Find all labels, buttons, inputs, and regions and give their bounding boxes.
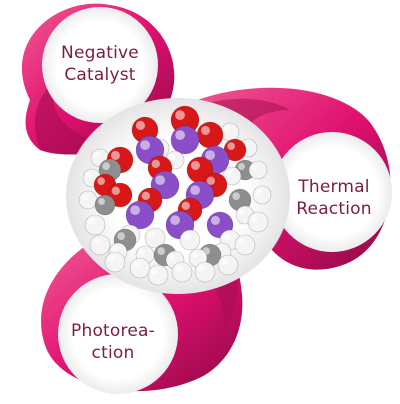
metal-atom-highlight — [155, 175, 166, 186]
hydrogen-atom — [217, 254, 239, 276]
hydrogen-atom-highlight — [183, 233, 190, 240]
label-photoreaction-line1: Photorea- — [71, 321, 155, 341]
oxygen-atom-highlight — [141, 191, 150, 200]
hydrogen-atom-highlight — [223, 125, 231, 132]
label-negative-catalyst-line2: Catalyst — [64, 65, 136, 85]
hydrogen-atom — [194, 261, 216, 283]
metal-atom — [170, 125, 200, 155]
oxygen-atom-highlight — [151, 159, 160, 168]
hydrogen-atom — [248, 160, 268, 180]
carbon-atom-highlight — [238, 163, 245, 170]
hydrogen-atom-highlight — [175, 265, 182, 272]
hydrogen-atom-highlight — [223, 233, 230, 240]
oxygen-atom-highlight — [111, 186, 121, 195]
circle-photoreaction — [58, 274, 178, 394]
hydrogen-atom — [171, 261, 193, 283]
oxygen-atom-highlight — [200, 125, 210, 135]
hydrogen-atom-highlight — [191, 251, 199, 258]
metal-atom-highlight — [205, 150, 216, 161]
hydrogen-atom — [104, 251, 126, 273]
hydrogen-atom-highlight — [251, 163, 258, 171]
hydrogen-atom-highlight — [81, 193, 88, 201]
molecule-model — [78, 105, 272, 286]
carbon-atom-highlight — [102, 162, 110, 170]
oxygen-atom — [196, 121, 224, 149]
carbon-atom-highlight — [117, 232, 125, 240]
hydrogen-atom-highlight — [238, 208, 246, 216]
oxygen-atom-highlight — [97, 177, 105, 185]
hydrogen-atom-highlight — [225, 169, 233, 177]
oxygen-atom-highlight — [181, 201, 190, 210]
hydrogen-atom-highlight — [88, 218, 95, 225]
hydrogen-atom-highlight — [168, 153, 176, 161]
oxygen-atom-highlight — [175, 110, 186, 120]
hydrogen-atom-highlight — [251, 215, 258, 222]
fold-top — [35, 80, 120, 155]
hydrogen-atom — [129, 257, 151, 279]
hydrogen-atom-highlight — [93, 151, 100, 159]
hydrogen-atom — [247, 211, 269, 233]
hydrogen-atom — [89, 234, 111, 256]
hydrogen-atom-highlight — [111, 245, 118, 253]
label-thermal-reaction-line2: Reaction — [296, 199, 372, 219]
hydrogen-atom-highlight — [221, 258, 228, 265]
hydrogen-atom-highlight — [255, 188, 262, 196]
hydrogen-atom — [84, 214, 106, 236]
circle-negative-catalyst — [42, 7, 158, 123]
hydrogen-atom-highlight — [238, 238, 245, 245]
metal-atom-highlight — [175, 130, 186, 141]
label-negative-catalyst: Negative Catalyst — [45, 42, 155, 86]
oxygen-atom-highlight — [190, 160, 200, 170]
label-photoreaction: Photorea- ction — [58, 320, 168, 364]
metal-atom-highlight — [140, 140, 151, 151]
label-thermal-reaction-line1: Thermal — [298, 177, 370, 197]
label-thermal-reaction: Thermal Reaction — [282, 176, 386, 220]
hydrogen-atom-highlight — [168, 253, 176, 260]
hydrogen-atom-highlight — [148, 231, 155, 238]
hydrogen-atom-highlight — [85, 171, 92, 179]
label-photoreaction-line2: ction — [91, 343, 135, 363]
carbon-atom-highlight — [98, 198, 105, 205]
hydrogen-atom — [252, 185, 272, 205]
metal-atom-highlight — [210, 215, 220, 225]
carbon-atom-highlight — [232, 192, 240, 200]
hydrogen-atom-highlight — [133, 261, 140, 268]
hydrogen-atom-highlight — [108, 255, 115, 262]
label-negative-catalyst-line1: Negative — [61, 43, 139, 63]
hydrogen-atom-highlight — [198, 265, 205, 272]
oxygen-atom-highlight — [206, 176, 215, 185]
hydrogen-atom — [220, 122, 240, 142]
hydrogen-atom-highlight — [93, 238, 100, 245]
hydrogen-atom — [147, 264, 169, 286]
hydrogen-atom — [234, 234, 256, 256]
hydrogen-atom — [78, 190, 98, 210]
hydrogen-atom-highlight — [151, 268, 158, 275]
metal-atom-highlight — [190, 185, 201, 196]
hydrogen-atom — [179, 229, 201, 251]
oxygen-atom-highlight — [135, 120, 145, 130]
circle-thermal-reaction — [272, 132, 392, 252]
metal-atom-highlight — [170, 215, 181, 226]
carbon-atom — [94, 194, 116, 216]
metal-atom-highlight — [130, 205, 141, 216]
oxygen-atom-highlight — [227, 142, 235, 150]
oxygen-atom-highlight — [110, 150, 120, 160]
carbon-atom-highlight — [157, 247, 165, 255]
hydrogen-atom-highlight — [138, 248, 146, 256]
